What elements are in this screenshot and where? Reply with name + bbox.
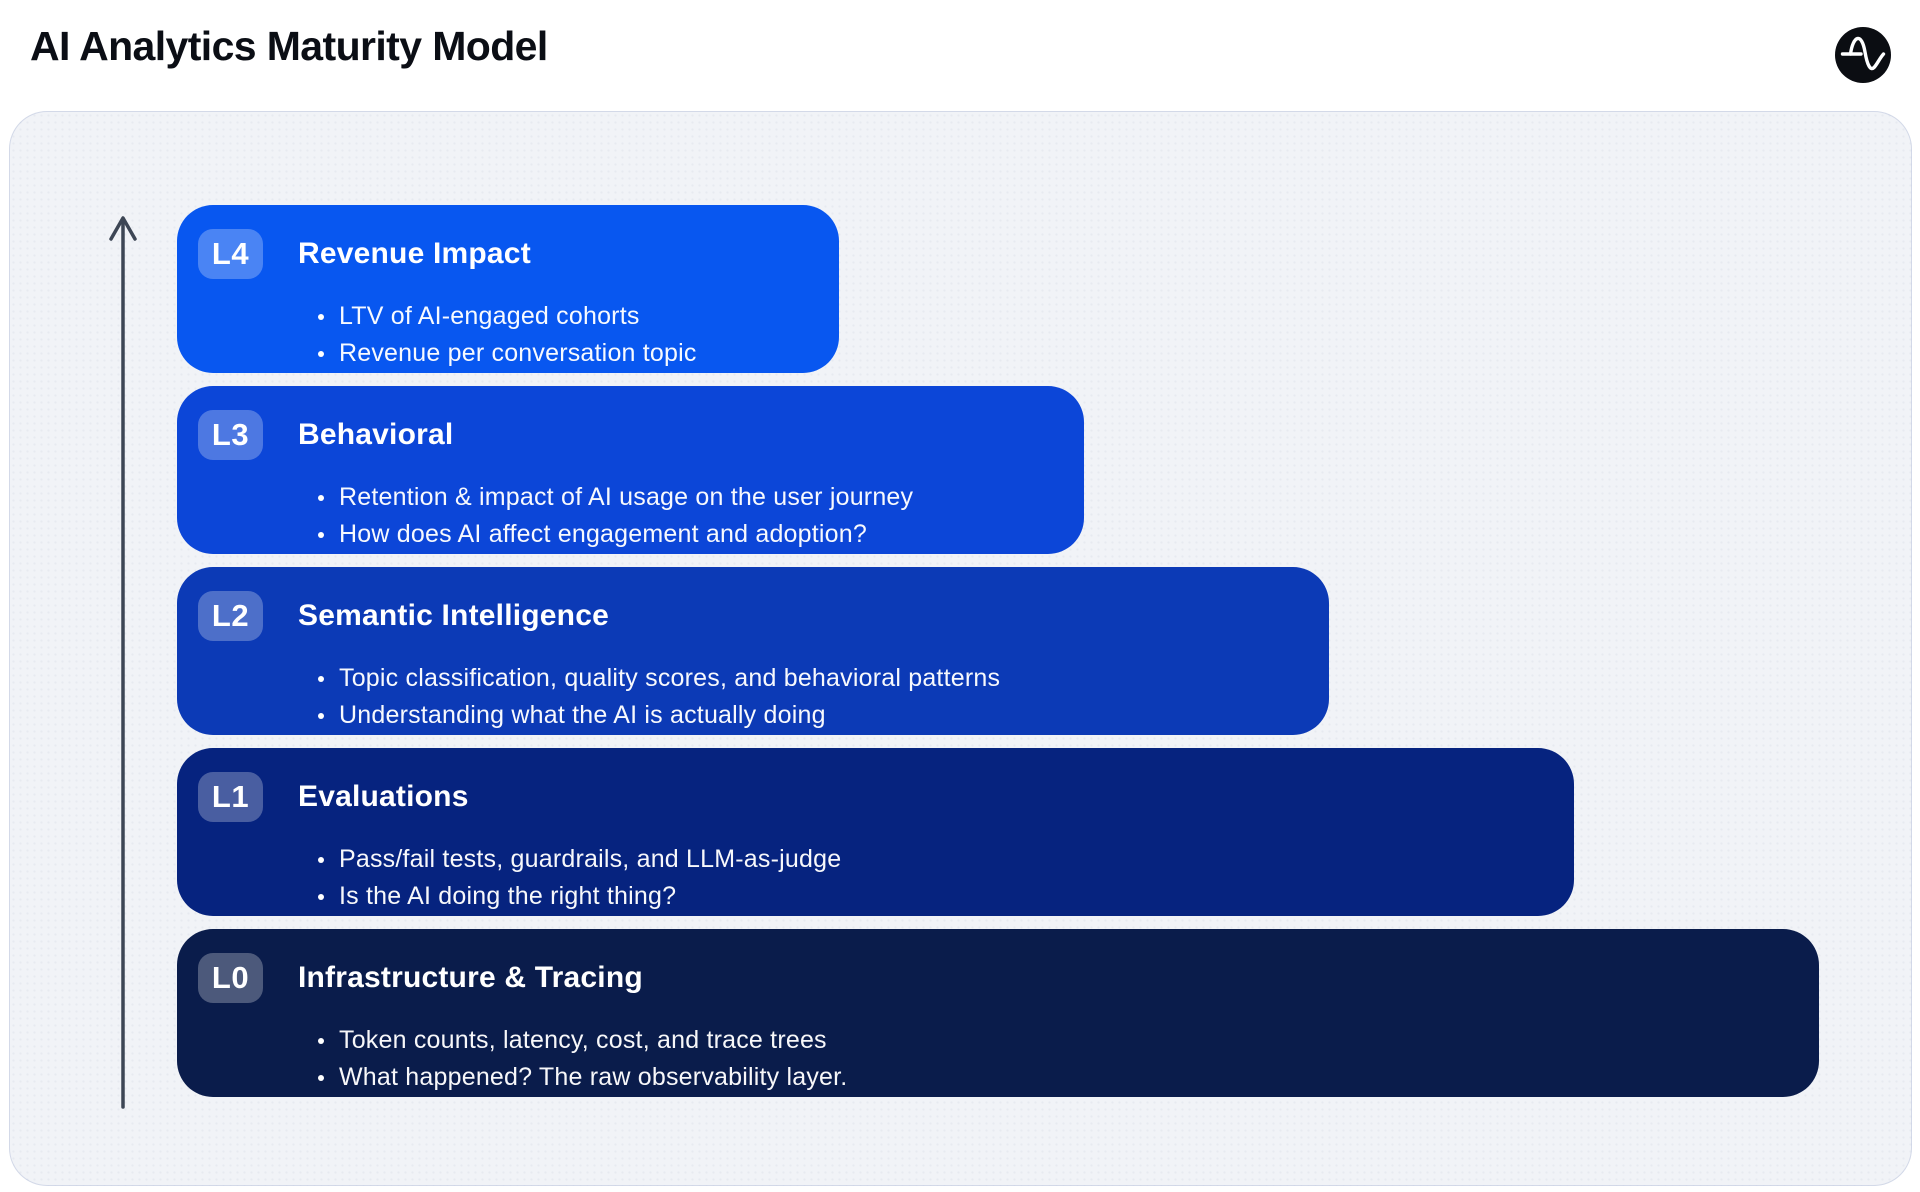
level-bar-l2: L2 Semantic Intelligence Topic classific… <box>177 567 1329 735</box>
up-arrow-icon <box>109 216 137 1109</box>
level-title: Evaluations <box>298 780 469 813</box>
level-badge: L1 <box>198 772 263 822</box>
level-header: L0 Infrastructure & Tracing <box>198 953 1819 1003</box>
level-bullet: How does AI affect engagement and adopti… <box>316 516 1084 553</box>
level-bullets: Topic classification, quality scores, an… <box>198 660 1329 734</box>
level-bar-l3: L3 Behavioral Retention & impact of AI u… <box>177 386 1084 554</box>
level-bullet: Understanding what the AI is actually do… <box>316 697 1329 734</box>
level-bullet: LTV of AI-engaged cohorts <box>316 298 839 335</box>
level-bullets: LTV of AI-engaged cohorts Revenue per co… <box>198 298 839 372</box>
level-badge: L0 <box>198 953 263 1003</box>
amplitude-logo-icon <box>1835 27 1891 83</box>
level-header: L2 Semantic Intelligence <box>198 591 1329 641</box>
level-badge: L2 <box>198 591 263 641</box>
maturity-bars: L4 Revenue Impact LTV of AI-engaged coho… <box>177 205 1819 1097</box>
level-title: Revenue Impact <box>298 237 531 270</box>
level-bullet: Is the AI doing the right thing? <box>316 878 1574 915</box>
maturity-panel: L4 Revenue Impact LTV of AI-engaged coho… <box>9 111 1912 1186</box>
level-title: Behavioral <box>298 418 454 451</box>
level-bullets: Pass/fail tests, guardrails, and LLM-as-… <box>198 841 1574 915</box>
level-bullets: Retention & impact of AI usage on the us… <box>198 479 1084 553</box>
level-header: L3 Behavioral <box>198 410 1084 460</box>
level-bar-l4: L4 Revenue Impact LTV of AI-engaged coho… <box>177 205 839 373</box>
level-bullet: Token counts, latency, cost, and trace t… <box>316 1022 1819 1059</box>
level-bar-l1: L1 Evaluations Pass/fail tests, guardrai… <box>177 748 1574 916</box>
level-badge: L4 <box>198 229 263 279</box>
level-bar-l0: L0 Infrastructure & Tracing Token counts… <box>177 929 1819 1097</box>
level-bullet: Pass/fail tests, guardrails, and LLM-as-… <box>316 841 1574 878</box>
level-title: Semantic Intelligence <box>298 599 609 632</box>
level-title: Infrastructure & Tracing <box>298 961 643 994</box>
level-header: L4 Revenue Impact <box>198 229 839 279</box>
level-bullets: Token counts, latency, cost, and trace t… <box>198 1022 1819 1096</box>
level-bullet: What happened? The raw observability lay… <box>316 1059 1819 1096</box>
page-title: AI Analytics Maturity Model <box>30 23 548 69</box>
level-bullet: Retention & impact of AI usage on the us… <box>316 479 1084 516</box>
level-bullet: Topic classification, quality scores, an… <box>316 660 1329 697</box>
level-badge: L3 <box>198 410 263 460</box>
level-bullet: Revenue per conversation topic <box>316 335 839 372</box>
level-header: L1 Evaluations <box>198 772 1574 822</box>
